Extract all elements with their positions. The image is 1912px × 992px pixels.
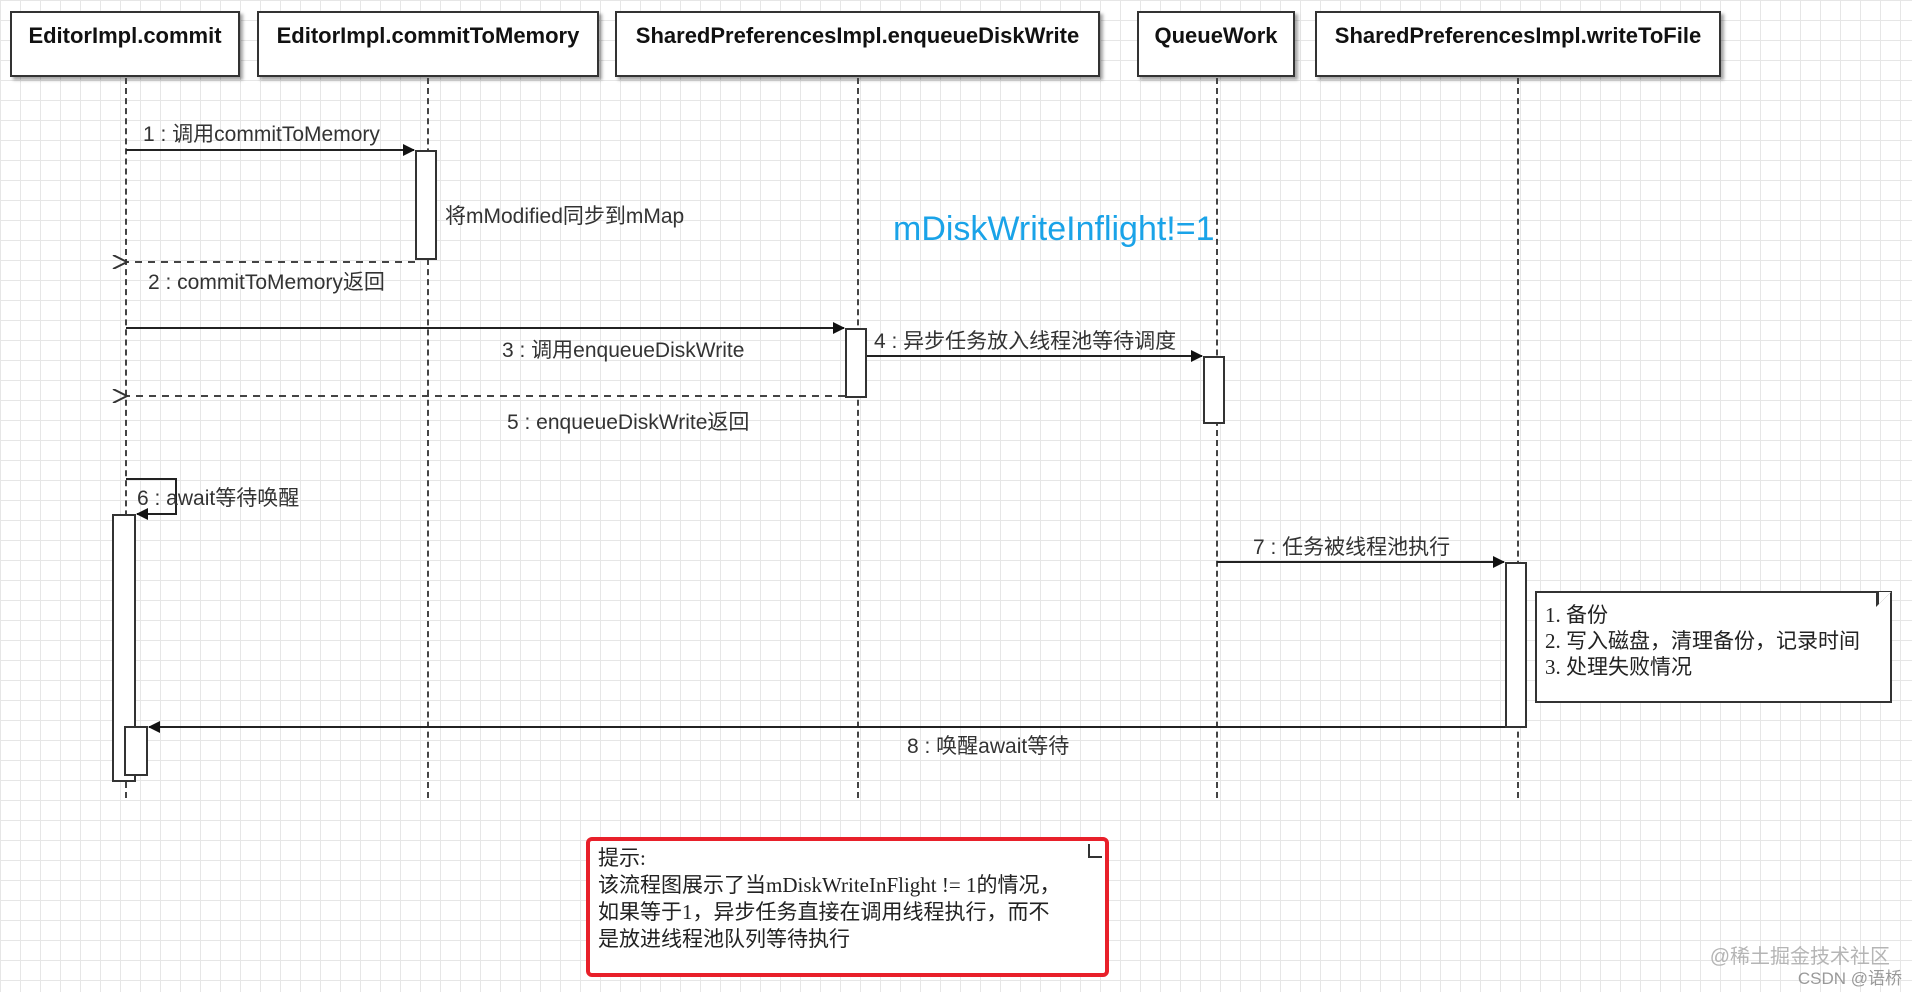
message-4-label: 4 : 异步任务放入线程池等待调度 (874, 330, 1177, 353)
hint-note: 提示: 该流程图展示了当mDiskWriteInFlight != 1的情况， … (598, 845, 1097, 967)
lifeline-header-enqueue-disk-write: SharedPreferencesImpl.enqueueDiskWrite (615, 11, 1100, 77)
hint-highlight-box: 提示: 该流程图展示了当mDiskWriteInFlight != 1的情况， … (586, 837, 1109, 977)
lifeline-write-to-file (1517, 78, 1519, 798)
note-fold-corner (1876, 591, 1892, 607)
disk-write-inflight-label: mDiskWriteInflight!=1 (893, 210, 1215, 248)
lifeline-enqueue-disk-write (857, 78, 859, 798)
message-8-label: 8 : 唤醒await等待 (907, 735, 1070, 758)
hint-fold-corner (1088, 844, 1102, 858)
watermark-csdn: CSDN @语桥 (1797, 969, 1902, 988)
lifeline-header-write-to-file: SharedPreferencesImpl.writeToFile (1315, 11, 1721, 77)
activation-queue-work (1203, 356, 1225, 424)
hint-line-1: 该流程图展示了当mDiskWriteInFlight != 1的情况， (598, 873, 1061, 897)
message-7-label: 7 : 任务被线程池执行 (1253, 536, 1451, 559)
write-steps-note: 1. 备份 2. 写入磁盘，清理备份，记录时间 3. 处理失败情况 (1535, 591, 1892, 703)
activation-commit-wakeup (124, 726, 148, 776)
message-5-label: 5 : enqueueDiskWrite返回 (507, 411, 750, 434)
hint-line-2: 如果等于1，异步任务直接在调用线程执行，而不 (598, 900, 1050, 924)
activation-enqueue-disk-write (845, 328, 867, 398)
sync-note-label: 将mModified同步到mMap (445, 205, 685, 228)
watermark-juejin: @稀土掘金技术社区 (1709, 946, 1890, 968)
hint-title: 提示: (598, 846, 646, 870)
write-step-3: 3. 处理失败情况 (1545, 655, 1692, 679)
lifeline-header-commit-to-memory: EditorImpl.commitToMemory (257, 11, 599, 77)
lifeline-header-queue-work: QueueWork (1137, 11, 1295, 77)
hint-line-3: 是放进线程池队列等待执行 (598, 927, 850, 951)
arrow-6 (126, 478, 177, 520)
write-step-1: 1. 备份 (1545, 603, 1608, 627)
lifeline-queue-work (1216, 78, 1218, 798)
lifeline-header-commit: EditorImpl.commit (10, 11, 240, 77)
message-1-label: 1 : 调用commitToMemory (143, 123, 380, 146)
message-2-label: 2 : commitToMemory返回 (148, 271, 385, 294)
write-step-2: 2. 写入磁盘，清理备份，记录时间 (1545, 629, 1860, 653)
activation-write-to-file (1505, 562, 1527, 728)
lifeline-commit-to-memory (427, 78, 429, 798)
message-6-label: 6 : await等待唤醒 (137, 487, 300, 510)
lifeline-commit (125, 78, 127, 798)
activation-commit-to-memory (415, 150, 437, 260)
message-3-label: 3 : 调用enqueueDiskWrite (502, 339, 745, 362)
